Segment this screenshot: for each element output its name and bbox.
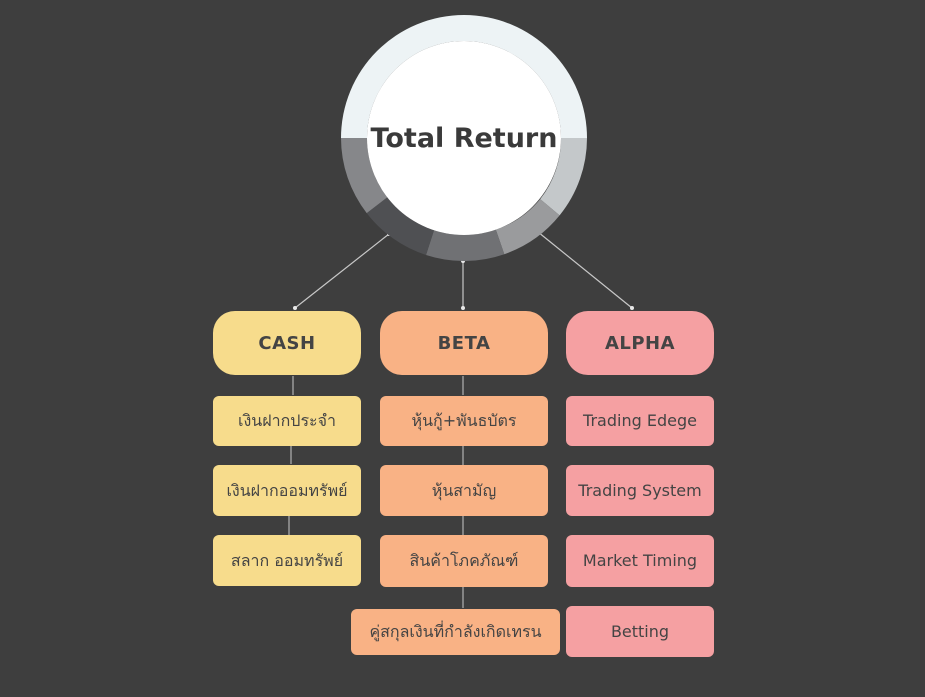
- ring-segment-top: [341, 15, 587, 138]
- alpha-item: Market Timing: [566, 535, 714, 587]
- alpha-item: Betting: [566, 606, 714, 657]
- beta-item: หุ้นสามัญ: [380, 465, 548, 516]
- ring-segment-gray: [426, 229, 505, 261]
- ring-segment-mid-gray: [495, 199, 560, 255]
- ring-segment-steel-gray: [341, 138, 388, 214]
- cash-header: CASH: [213, 311, 361, 375]
- beta-item: สินค้าโภคภัณฑ์: [380, 535, 548, 587]
- cash-item: สลาก ออมทรัพย์: [213, 535, 361, 586]
- connector-dot: [461, 306, 465, 310]
- ring-segment-light-gray: [540, 138, 587, 216]
- total-return-ring: [341, 15, 587, 261]
- connector-dot: [630, 306, 634, 310]
- ring-segment-dark-gray: [366, 197, 434, 255]
- cash-item: เงินฝากออมทรัพย์: [213, 465, 361, 516]
- connector-ring-to-alpha: [537, 231, 633, 309]
- connector-dot: [293, 306, 297, 310]
- alpha-header: ALPHA: [566, 311, 714, 375]
- cash-item: เงินฝากประจำ: [213, 396, 361, 446]
- beta-header: BETA: [380, 311, 548, 375]
- connector-ring-to-cash: [294, 233, 390, 309]
- beta-item: หุ้นกู้+พันธบัตร: [380, 396, 548, 446]
- alpha-item: Trading System: [566, 465, 714, 516]
- alpha-item: Trading Edege: [566, 396, 714, 446]
- beta-item: คู่สกุลเงินที่กำลังเกิดเทรน: [351, 609, 560, 655]
- ring-center: [367, 41, 561, 235]
